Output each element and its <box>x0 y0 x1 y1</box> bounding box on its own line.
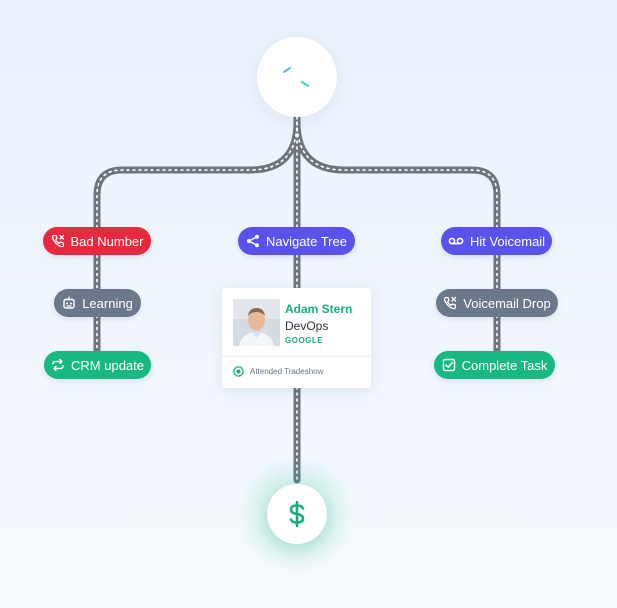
voicemail-drop-label: Voicemail Drop <box>463 295 551 311</box>
contact-card[interactable]: Adam Stern DevOps GOOGLE Attended Trades… <box>222 288 371 388</box>
target-icon <box>233 366 244 377</box>
contact-avatar <box>233 299 280 346</box>
contact-role: DevOps <box>285 319 329 333</box>
sync-icon <box>52 358 64 372</box>
share-icon <box>247 234 260 248</box>
hit-voicemail-label: Hit Voicemail <box>469 233 546 249</box>
navigate-tree-node[interactable]: Navigate Tree <box>238 227 355 255</box>
dollar-icon <box>289 500 305 528</box>
complete-task-node[interactable]: Complete Task <box>434 351 555 379</box>
card-divider <box>222 356 371 357</box>
crm-update-label: CRM update <box>71 357 144 373</box>
waveform-logo-icon <box>276 52 317 102</box>
contact-event: Attended Tradeshow <box>233 366 323 377</box>
contact-company: GOOGLE <box>285 336 324 345</box>
crm-update-node[interactable]: CRM update <box>44 351 151 379</box>
contact-name: Adam Stern <box>285 302 353 316</box>
logo-node <box>257 37 337 117</box>
bad-number-label: Bad Number <box>70 233 144 249</box>
voicemail-icon <box>448 237 464 245</box>
navigate-tree-label: Navigate Tree <box>266 233 347 249</box>
goal-node <box>267 484 327 544</box>
robot-icon <box>63 296 75 309</box>
checkbox-icon <box>442 358 455 372</box>
phone-x-icon <box>444 296 457 310</box>
learning-label: Learning <box>82 295 133 311</box>
hit-voicemail-node[interactable]: Hit Voicemail <box>441 227 552 255</box>
contact-event-label: Attended Tradeshow <box>250 367 324 376</box>
bad-number-node[interactable]: Bad Number <box>43 227 151 255</box>
phone-x-icon <box>51 234 64 248</box>
complete-task-label: Complete Task <box>461 357 548 373</box>
voicemail-drop-node[interactable]: Voicemail Drop <box>436 289 558 317</box>
learning-node[interactable]: Learning <box>54 289 141 317</box>
